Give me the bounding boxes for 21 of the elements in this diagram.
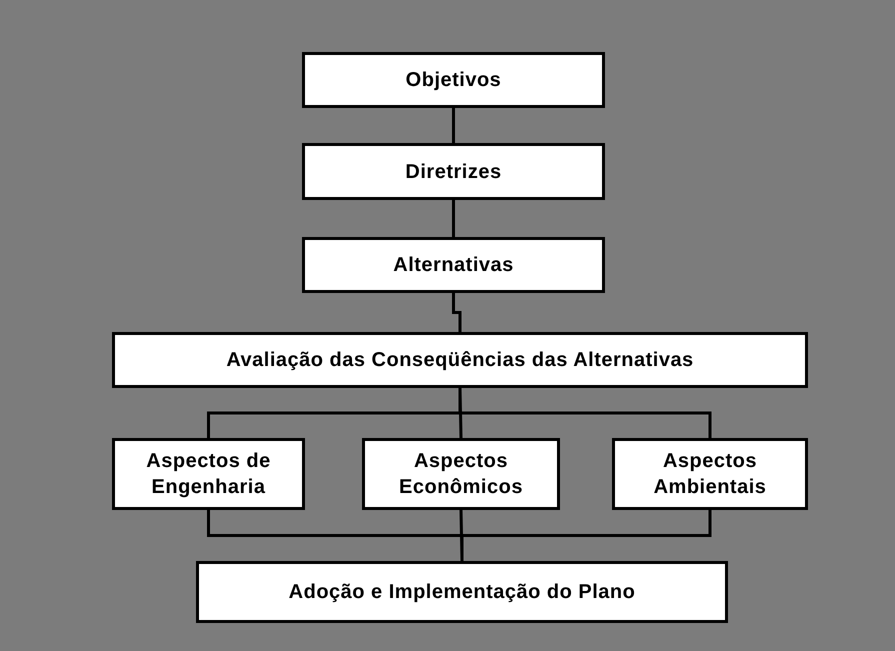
box-label: Diretrizes bbox=[405, 160, 502, 184]
process-box bbox=[112, 438, 305, 510]
process-box bbox=[302, 237, 605, 293]
process-box bbox=[302, 52, 605, 108]
process-box bbox=[196, 561, 728, 623]
box-label: Aspectos Econômicos bbox=[398, 449, 524, 500]
connector-line bbox=[452, 108, 455, 143]
process-box bbox=[362, 438, 560, 510]
box-label: Objetivos bbox=[406, 68, 502, 93]
connector-line bbox=[460, 510, 712, 561]
box-label: Avaliação das Conseqüências das Alternativas bbox=[226, 348, 694, 373]
process-box bbox=[302, 143, 605, 200]
connector-line bbox=[458, 388, 712, 438]
box-label: Adoção e Implementação do Plano bbox=[288, 580, 636, 605]
box-label: Aspectos Ambientais bbox=[652, 449, 768, 500]
box-label: Alternativas bbox=[393, 253, 514, 278]
box-label: Aspectos de Engenharia bbox=[145, 449, 272, 500]
process-box bbox=[112, 332, 808, 388]
connector-line bbox=[452, 200, 455, 237]
process-box bbox=[612, 438, 808, 510]
connector-line bbox=[452, 293, 462, 332]
